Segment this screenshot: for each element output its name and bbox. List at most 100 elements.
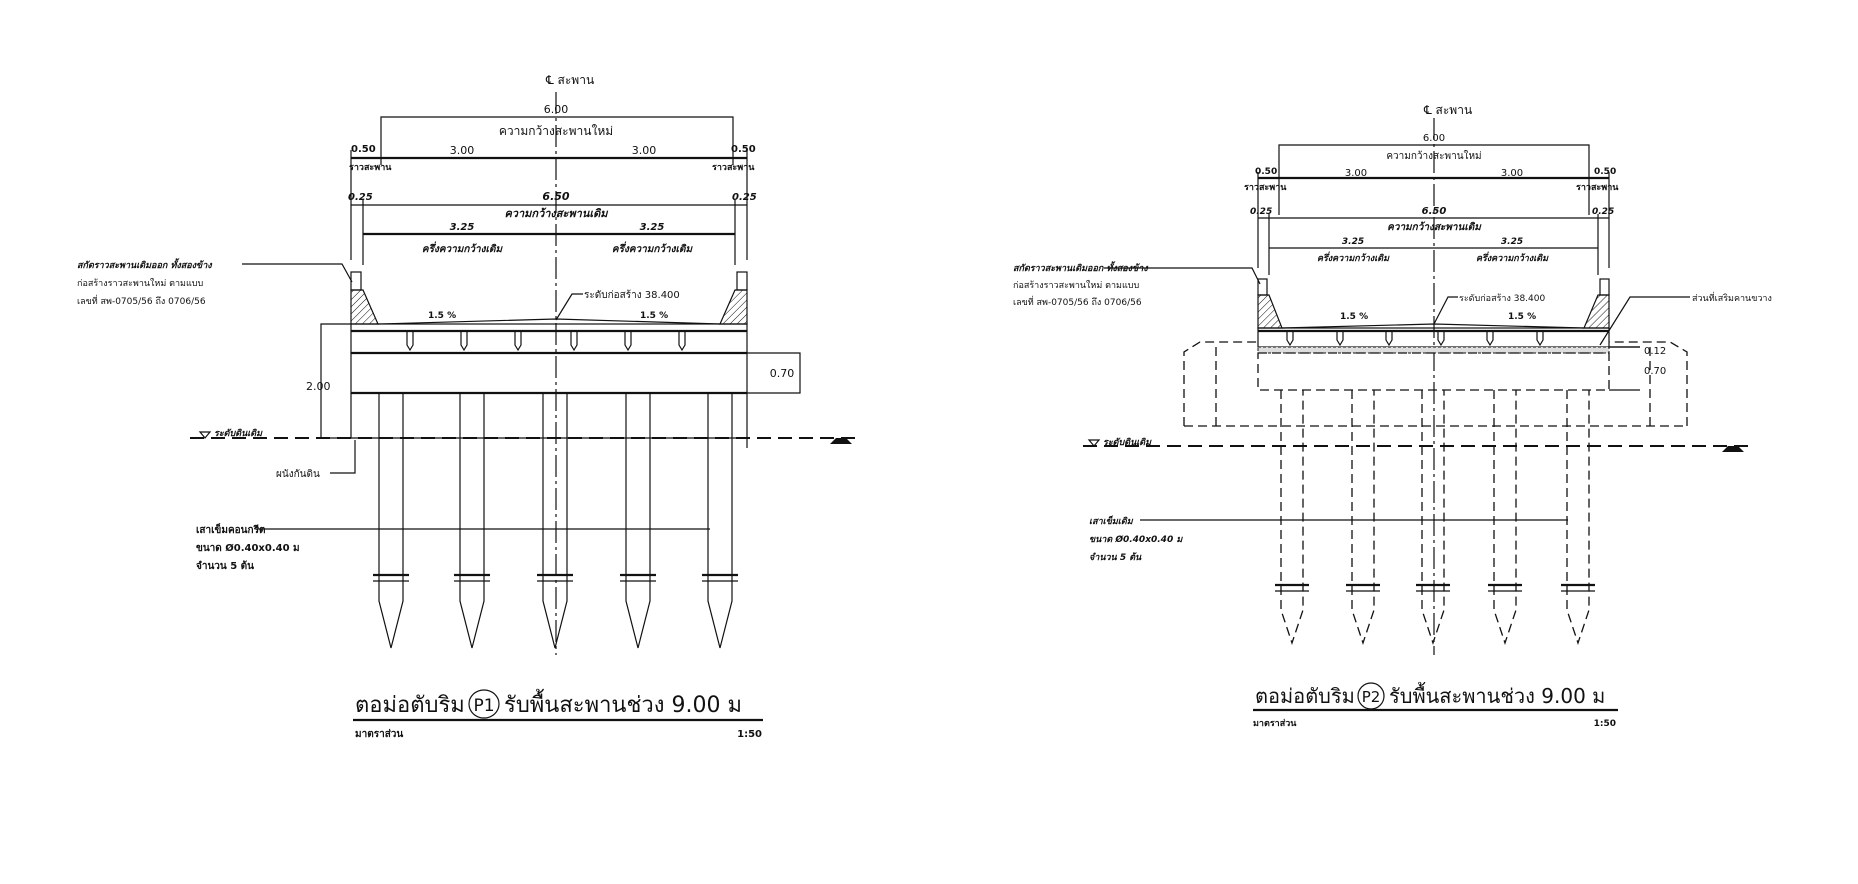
dim-rail: 0.50 0.50 3.00 3.00 ราวสะพาน ราวสะพาน <box>1244 167 1619 268</box>
girder-stem <box>406 331 414 352</box>
cap-dim-box <box>747 352 801 394</box>
dim-label: ความกว้างสะพานใหม่ <box>1386 150 1481 162</box>
rail-note: สกัดราวสะพานเดิมออก ทั้งสองข้าง ก่อสร้าง… <box>1013 261 1261 308</box>
deck-surface <box>377 318 721 325</box>
cap-dim: 0.70 <box>770 367 795 380</box>
old-edge-right: 0.25 <box>732 192 757 203</box>
curb-right <box>1583 294 1610 329</box>
pile-note-line: เสาเข็มคอนกรีต <box>196 522 265 536</box>
ground-hatch-icon <box>1722 446 1744 452</box>
girder-stem <box>624 331 632 352</box>
girder-stem <box>1437 331 1445 347</box>
rail-left-value: 0.50 <box>1255 167 1277 177</box>
ground-level-marker-icon <box>1087 439 1101 447</box>
layer-dim-value: 0.12 <box>1644 346 1666 357</box>
old-edge-left: 0.25 <box>348 192 373 203</box>
girder-stem <box>1385 331 1393 347</box>
half-old-right-label: ครึ่งความกว้างเดิม <box>612 241 694 255</box>
dim-value: 6.00 <box>544 103 569 116</box>
ground-label: ระดับดินเดิม <box>1103 437 1152 448</box>
title-suffix: รับพื้นสะพานช่วง 9.00 ม <box>504 689 742 718</box>
old-wing-right <box>1609 341 1688 426</box>
rail-post-right <box>1599 278 1610 296</box>
old-edge-right: 0.25 <box>1592 207 1614 217</box>
curb-right <box>719 289 748 325</box>
pile-note-line: จำนวน 5 ต้น <box>1089 552 1142 563</box>
construction-level: ระดับก่อสร้าง 38.400 <box>584 289 680 301</box>
pier-p2-drawing: ℄ สะพาน 6.00 ความกว้างสะพานใหม่ 0.50 0.5… <box>1013 103 1772 729</box>
girder-stem <box>514 331 522 352</box>
scale-label: มาตราส่วน <box>355 728 403 740</box>
strengthening-layer <box>1257 346 1610 354</box>
pile <box>702 393 738 649</box>
half-new-left: 3.00 <box>450 144 475 157</box>
pile <box>620 393 656 649</box>
half-old-right: 3.25 <box>1501 237 1523 247</box>
girder-stem <box>570 331 578 352</box>
cap-dim: 0.70 <box>1644 366 1666 377</box>
slope-left: 1.5 % <box>428 311 456 321</box>
scale-label: มาตราส่วน <box>1253 718 1297 729</box>
title-suffix: รับพื้นสะพานช่วง 9.00 ม <box>1389 682 1605 708</box>
beam-note: ส่วนที่เสริมคานขวาง <box>1692 291 1772 304</box>
centerline-label: ℄ สะพาน <box>1423 103 1472 117</box>
pile-shaft <box>707 393 733 649</box>
rail-left-value: 0.50 <box>351 144 376 155</box>
title-block: ตอม่อตับริม P1 รับพื้นสะพานช่วง 9.00 ม ม… <box>353 689 763 740</box>
scale-value: 1:50 <box>737 729 762 740</box>
rail-right-value: 0.50 <box>1594 167 1616 177</box>
note-line: ก่อสร้างราวสะพานใหม่ ตามแบบ <box>77 278 204 289</box>
ground-hatch-icon <box>830 438 852 444</box>
old-edge-left: 0.25 <box>1250 207 1272 217</box>
pile-shaft <box>625 393 651 649</box>
ground-level-marker-icon <box>198 431 212 439</box>
note-line: ก่อสร้างราวสะพานใหม่ ตามแบบ <box>1013 280 1140 291</box>
scale-value: 1:50 <box>1594 719 1616 729</box>
dim-value: 6.50 <box>1422 206 1447 217</box>
dim-old-width: 0.25 0.25 6.50 ความกว้างสะพานเดิม 3.25 3… <box>348 190 757 265</box>
dim-value: 6.50 <box>542 190 569 203</box>
note-line: เลขที่ สพ-0705/56 ถึง 0706/56 <box>1013 295 1142 308</box>
girder-stem <box>1486 331 1494 347</box>
rail-right-label: ราวสะพาน <box>712 163 755 173</box>
dim-new-width: 6.00 ความกว้างสะพานใหม่ <box>1278 133 1590 215</box>
title-prefix: ตอม่อตับริม <box>355 693 465 718</box>
deck-surface <box>1281 323 1585 329</box>
note-line: สกัดราวสะพานเดิมออก ทั้งสองข้าง <box>77 258 213 271</box>
pier-badge-label: P1 <box>473 696 494 716</box>
pile <box>1561 390 1595 646</box>
pile-shaft <box>1566 390 1590 646</box>
ground-label: ระดับดินเดิม <box>214 428 263 439</box>
pile-shaft <box>542 393 568 649</box>
wall-label: ผนังกันดิน <box>276 469 320 480</box>
rail-right-label: ราวสะพาน <box>1576 183 1619 193</box>
pier-p1-drawing: ℄ สะพาน 6.00 ความกว้างสะพานใหม่ 0.50 0.5… <box>77 73 857 740</box>
pile-shaft <box>1493 390 1517 646</box>
pile <box>373 393 409 649</box>
rail-post-left <box>350 271 362 291</box>
half-old-left: 3.25 <box>1342 237 1364 247</box>
centerline-label: ℄ สะพาน <box>545 73 594 87</box>
half-old-left-label: ครึ่งความกว้างเดิม <box>1317 251 1390 264</box>
girder-stem <box>1336 331 1344 347</box>
deck-girders <box>406 331 686 352</box>
girder-stem <box>1286 331 1294 347</box>
piles <box>1275 390 1595 646</box>
construction-level: ระดับก่อสร้าง 38.400 <box>1459 293 1545 304</box>
half-new-right: 3.00 <box>632 144 657 157</box>
slope-left: 1.5 % <box>1340 312 1368 322</box>
pile <box>1346 390 1380 646</box>
title-block: ตอม่อตับริม P2 รับพื้นสะพานช่วง 9.00 ม ม… <box>1253 682 1618 729</box>
curb-left <box>350 289 379 325</box>
slope-right: 1.5 % <box>1508 312 1536 322</box>
dim-value: 6.00 <box>1423 133 1445 144</box>
level-leader <box>1433 296 1458 325</box>
pier-badge-label: P2 <box>1362 688 1381 706</box>
curb-left <box>1257 294 1283 329</box>
rail-right-value: 0.50 <box>731 144 756 155</box>
deck-girders <box>1286 331 1544 347</box>
pile-cap-outline <box>1257 352 1610 391</box>
pile-note-line: จำนวน 5 ต้น <box>196 560 254 572</box>
note-line: เลขที่ สพ-0705/56 ถึง 0706/56 <box>77 294 206 307</box>
pile-shaft <box>1351 390 1375 646</box>
